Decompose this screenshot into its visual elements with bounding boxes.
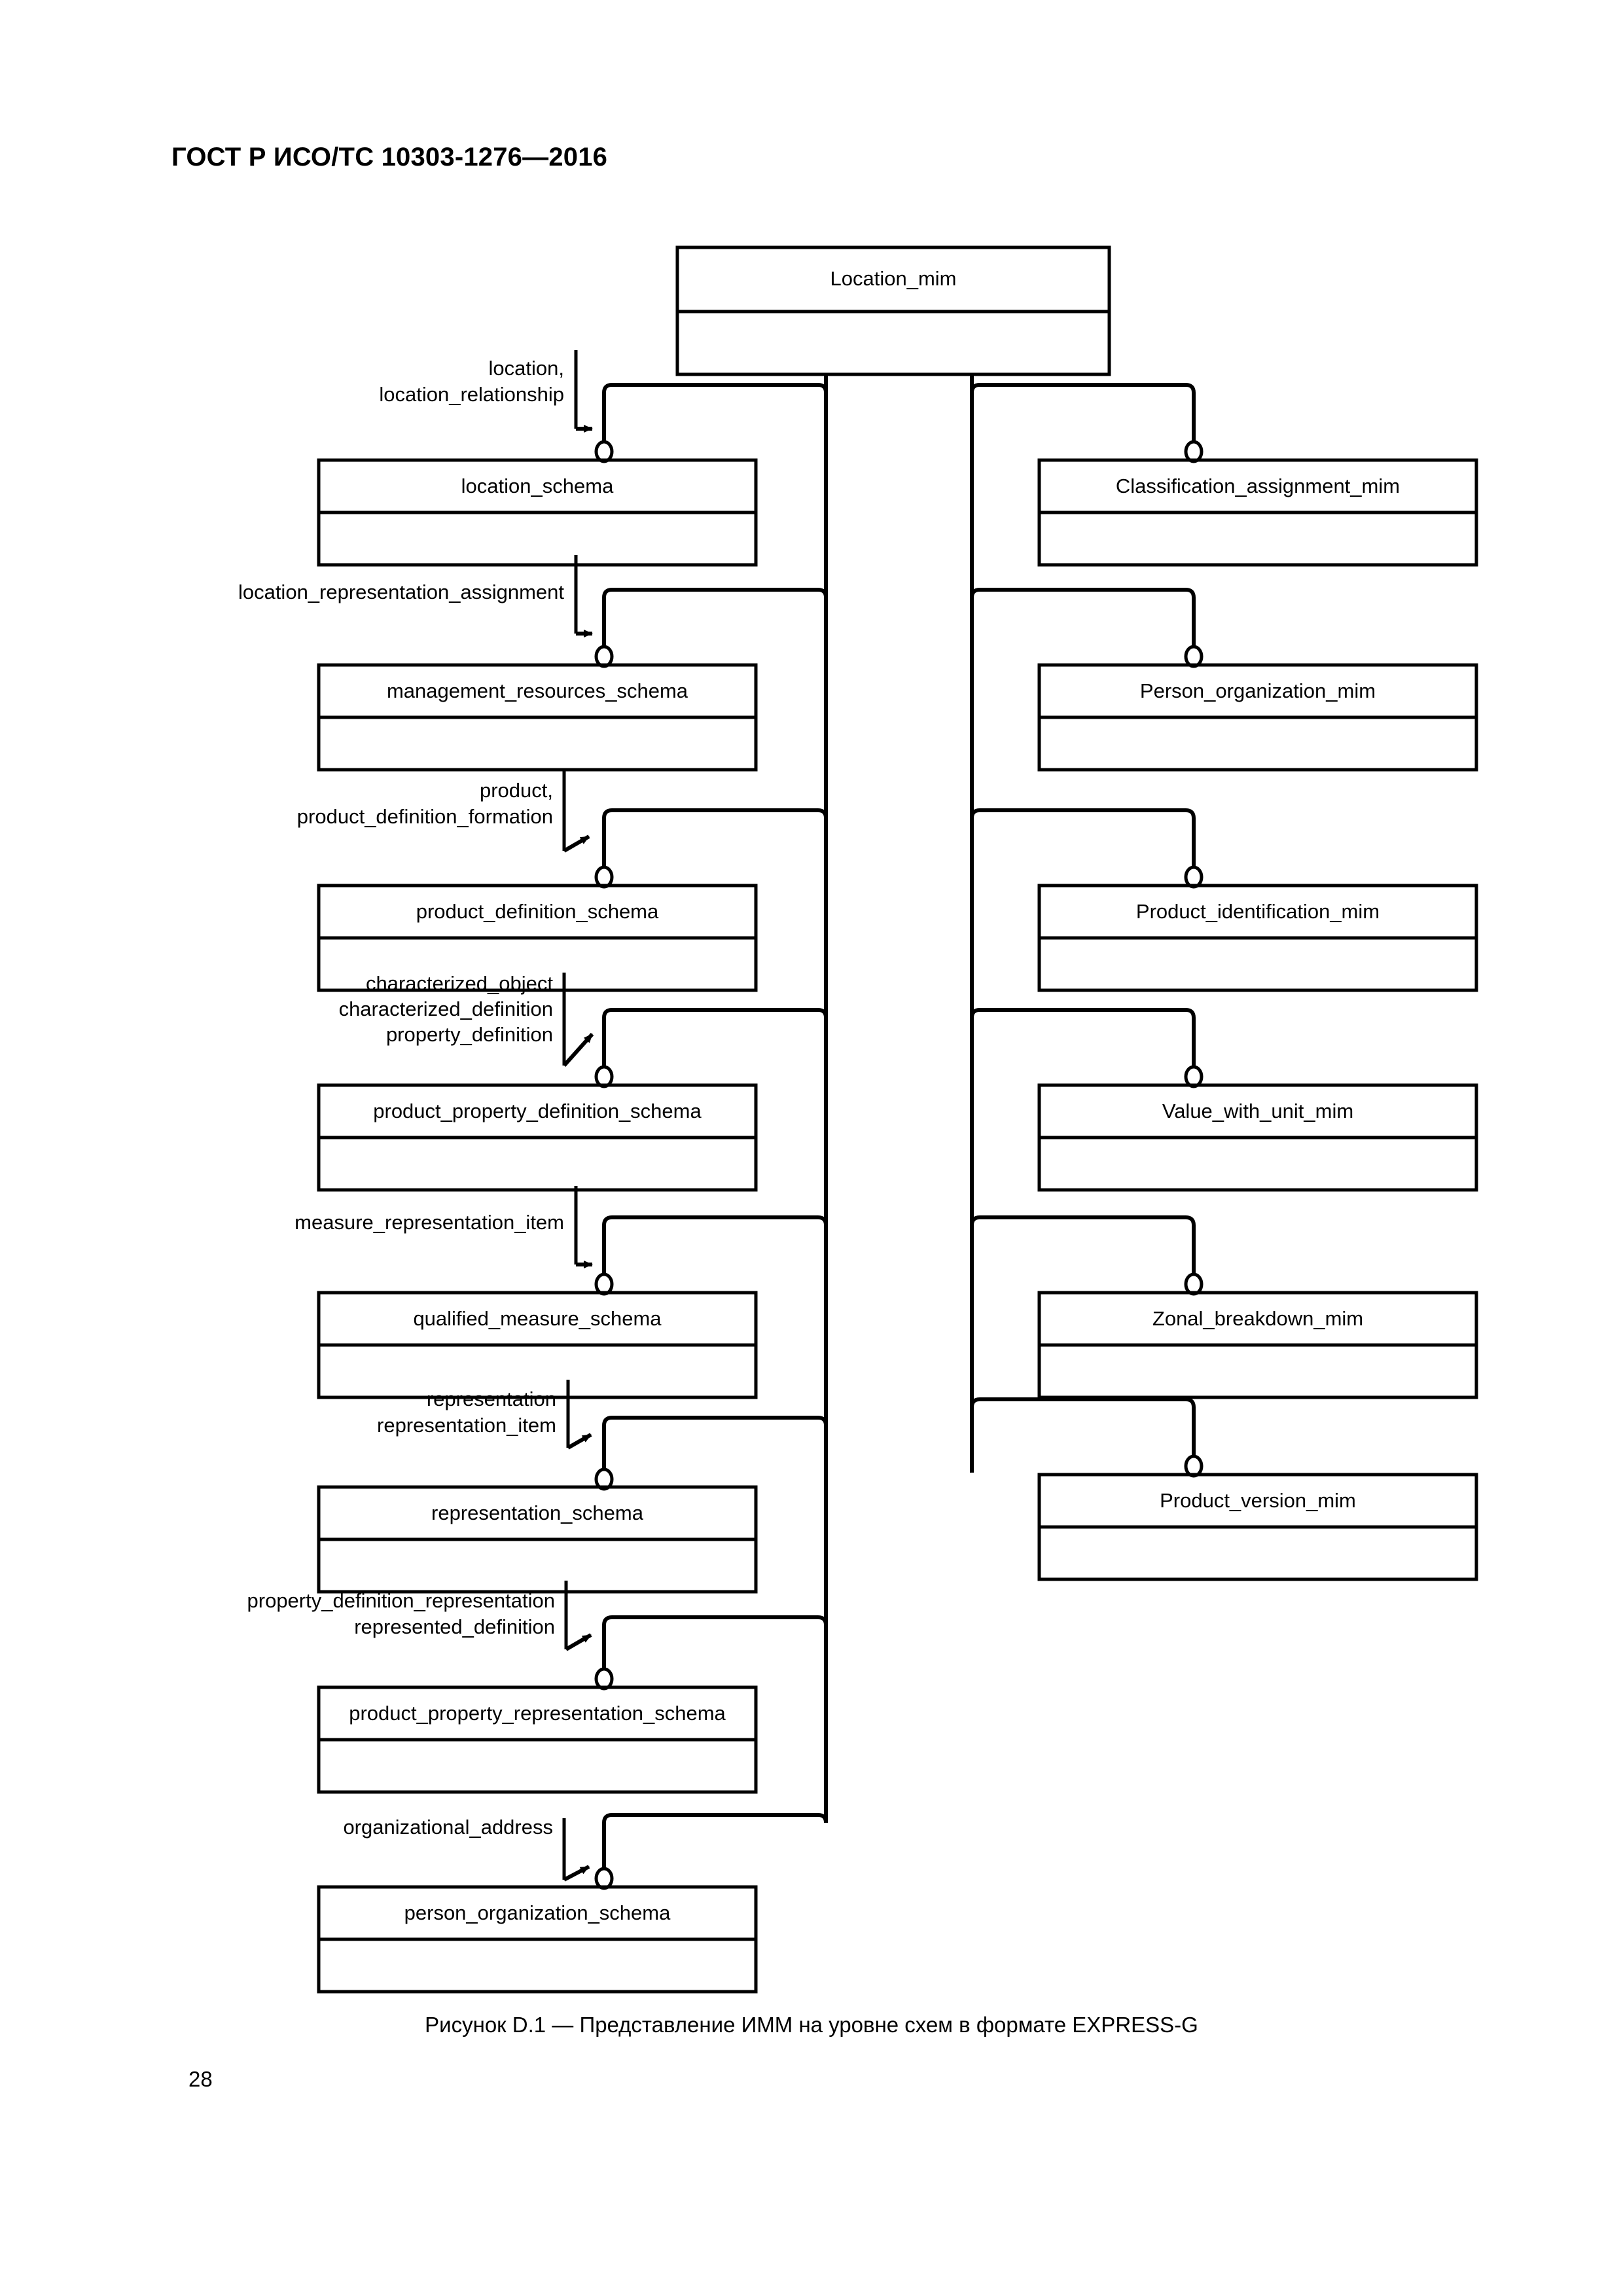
edge-label-line: location_representation_assignment	[238, 581, 564, 603]
edge-product-version-mim	[970, 1397, 1204, 1478]
node-product-identification-mim: Product_identification_mim	[1037, 884, 1478, 992]
node-label: Product_version_mim	[1160, 1489, 1356, 1512]
node-label: Location_mim	[830, 267, 957, 290]
node-product-property-definition-schema: product_property_definition_schema	[317, 1083, 758, 1192]
node-label: representation_schema	[431, 1501, 644, 1524]
node-product-version-mim: Product_version_mim	[1037, 1473, 1478, 1581]
edge-person-organization-schema: organizational_address	[343, 1813, 828, 1890]
edge-management-resources-schema: location_representation_assignment	[238, 555, 828, 668]
edge-label-line: represented_definition	[354, 1615, 555, 1638]
node-qualified-measure-schema: qualified_measure_schema	[317, 1291, 758, 1399]
edge-classification-assignment-mim	[970, 383, 1204, 463]
page-number: 28	[188, 2067, 213, 2091]
node-label: product_property_representation_schema	[349, 1702, 726, 1725]
edge-label-line: representation	[427, 1388, 556, 1410]
figure-caption: Рисунок D.1 — Представление ИММ на уровн…	[425, 2013, 1198, 2037]
edge-label-line: property_definition	[386, 1023, 553, 1046]
document-header: ГОСТ Р ИСО/ТС 10303-1276—2016	[171, 143, 608, 171]
edge-label-line: product,	[480, 779, 553, 802]
edge-product-property-definition-schema: characterized_object characterized_defin…	[339, 972, 828, 1088]
edge-person-organization-mim	[970, 588, 1204, 668]
node-classification-assignment-mim: Classification_assignment_mim	[1037, 458, 1478, 567]
edge-product-identification-mim	[970, 808, 1204, 889]
edge-representation-schema: representation representation_item	[377, 1380, 828, 1491]
edge-location-schema: location, location_relationship	[379, 350, 828, 463]
node-location-mim: Location_mim	[675, 245, 1111, 376]
node-label: qualified_measure_schema	[413, 1307, 662, 1330]
node-label: person_organization_schema	[404, 1901, 671, 1924]
node-label: product_definition_schema	[416, 900, 659, 923]
node-product-definition-schema: product_definition_schema	[317, 884, 758, 992]
edge-product-definition-schema: product, product_definition_formation	[297, 771, 828, 889]
edge-label-line: measure_representation_item	[294, 1211, 564, 1234]
node-person-organization-mim: Person_organization_mim	[1037, 663, 1478, 772]
node-label: Zonal_breakdown_mim	[1152, 1307, 1363, 1330]
node-zonal-breakdown-mim: Zonal_breakdown_mim	[1037, 1291, 1478, 1399]
node-label: Classification_assignment_mim	[1116, 475, 1400, 497]
node-label: Person_organization_mim	[1140, 679, 1376, 702]
node-location-schema: location_schema	[317, 458, 758, 567]
edge-label-line: location_relationship	[379, 383, 564, 406]
node-representation-schema: representation_schema	[317, 1485, 758, 1594]
node-label: product_property_definition_schema	[373, 1100, 702, 1122]
edge-product-property-representation-schema: property_definition_representation repre…	[247, 1581, 828, 1691]
node-label: Value_with_unit_mim	[1162, 1100, 1353, 1122]
edge-label-line: characterized_object	[366, 972, 553, 995]
node-management-resources-schema: management_resources_schema	[317, 663, 758, 772]
node-label: location_schema	[461, 475, 614, 497]
edge-value-with-unit-mim	[970, 1008, 1204, 1088]
node-person-organization-schema: person_organization_schema	[317, 1885, 758, 1994]
edge-label-line: characterized_definition	[339, 997, 553, 1020]
node-label: Product_identification_mim	[1136, 900, 1380, 923]
edge-label-line: representation_item	[377, 1414, 556, 1437]
edge-qualified-measure-schema: measure_representation_item	[294, 1186, 828, 1296]
node-value-with-unit-mim: Value_with_unit_mim	[1037, 1083, 1478, 1192]
edge-zonal-breakdown-mim	[970, 1215, 1204, 1296]
edge-label-line: organizational_address	[343, 1816, 553, 1839]
edge-label-line: property_definition_representation	[247, 1589, 555, 1612]
edge-label-line: product_definition_formation	[297, 805, 553, 828]
node-label: management_resources_schema	[387, 679, 688, 702]
edge-label-line: location,	[489, 357, 564, 380]
node-product-property-representation-schema: product_property_representation_schema	[317, 1685, 758, 1794]
